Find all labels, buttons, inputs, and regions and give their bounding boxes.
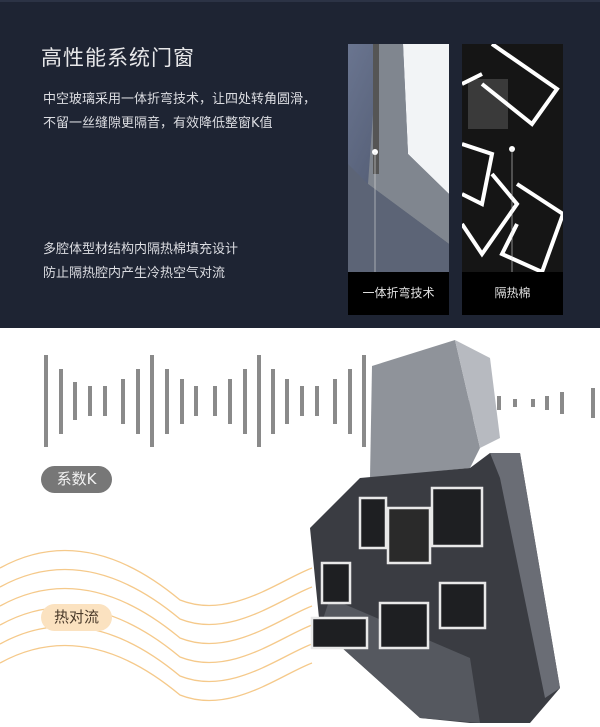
sound-bar [271, 368, 275, 434]
sound-bar [497, 396, 501, 410]
sound-bar [300, 386, 304, 416]
insulation-card: 隔热棉 [462, 44, 563, 357]
cavity-description: 多腔体型材结构内隔热棉填充设计 防止隔热腔内产生冷热空气对流 [43, 238, 238, 286]
text-line: 多腔体型材结构内隔热棉填充设计 [43, 242, 239, 257]
sound-bar [531, 399, 535, 407]
sound-bar [194, 386, 198, 416]
card-caption: 一体折弯技术 [348, 272, 449, 315]
sound-bar [88, 386, 92, 416]
text-line: 中空玻璃采用一体折弯技术，让四处转角圆滑， [43, 92, 317, 107]
sound-bar [121, 378, 125, 424]
profile-diagram: 系数K 热对流 [0, 328, 600, 727]
convection-waves [0, 340, 560, 723]
sound-bar [591, 388, 595, 418]
sound-bar [136, 368, 140, 434]
insulation-photo [462, 44, 563, 272]
glass-corner-photo [348, 44, 449, 272]
sound-bar [73, 382, 77, 420]
card-caption: 隔热棉 [462, 272, 563, 315]
sound-bar [362, 355, 366, 447]
sound-bar [315, 386, 319, 416]
sound-bar [213, 386, 217, 416]
text-line: 不留一丝缝隙更隔音，有效降低整窗K值 [43, 116, 273, 131]
sound-bar [103, 386, 107, 416]
sound-bar [513, 399, 517, 407]
page-title: 高性能系统门窗 [41, 46, 195, 70]
bending-tech-card: 一体折弯技术 [348, 44, 449, 357]
wave-line [0, 549, 313, 606]
k-coefficient-label: 系数K [41, 466, 112, 493]
text-line: 防止隔热腔内产生冷热空气对流 [43, 266, 226, 281]
sound-bar [59, 368, 63, 434]
sound-bar [243, 368, 247, 434]
glass-description: 中空玻璃采用一体折弯技术，让四处转角圆滑， 不留一丝缝隙更隔音，有效降低整窗K值 [43, 88, 316, 136]
sound-bar [348, 368, 352, 434]
wave-line [0, 587, 313, 644]
wave-line [0, 644, 313, 701]
feature-panel: 高性能系统门窗 中空玻璃采用一体折弯技术，让四处转角圆滑， 不留一丝缝隙更隔音，… [0, 0, 600, 328]
heat-convection-label: 热对流 [41, 604, 112, 631]
sound-bar [545, 396, 549, 410]
wave-line [0, 625, 313, 682]
sound-bar [165, 368, 169, 434]
sound-bar [333, 378, 337, 424]
sound-bar [560, 392, 564, 414]
sound-bar [150, 355, 154, 447]
sound-bar [257, 355, 261, 447]
wave-line [0, 568, 313, 625]
sound-bar [180, 378, 184, 424]
sound-bar [228, 378, 232, 424]
sound-bar [285, 378, 289, 424]
sound-bar [44, 355, 48, 447]
window-profile-image [310, 340, 560, 723]
